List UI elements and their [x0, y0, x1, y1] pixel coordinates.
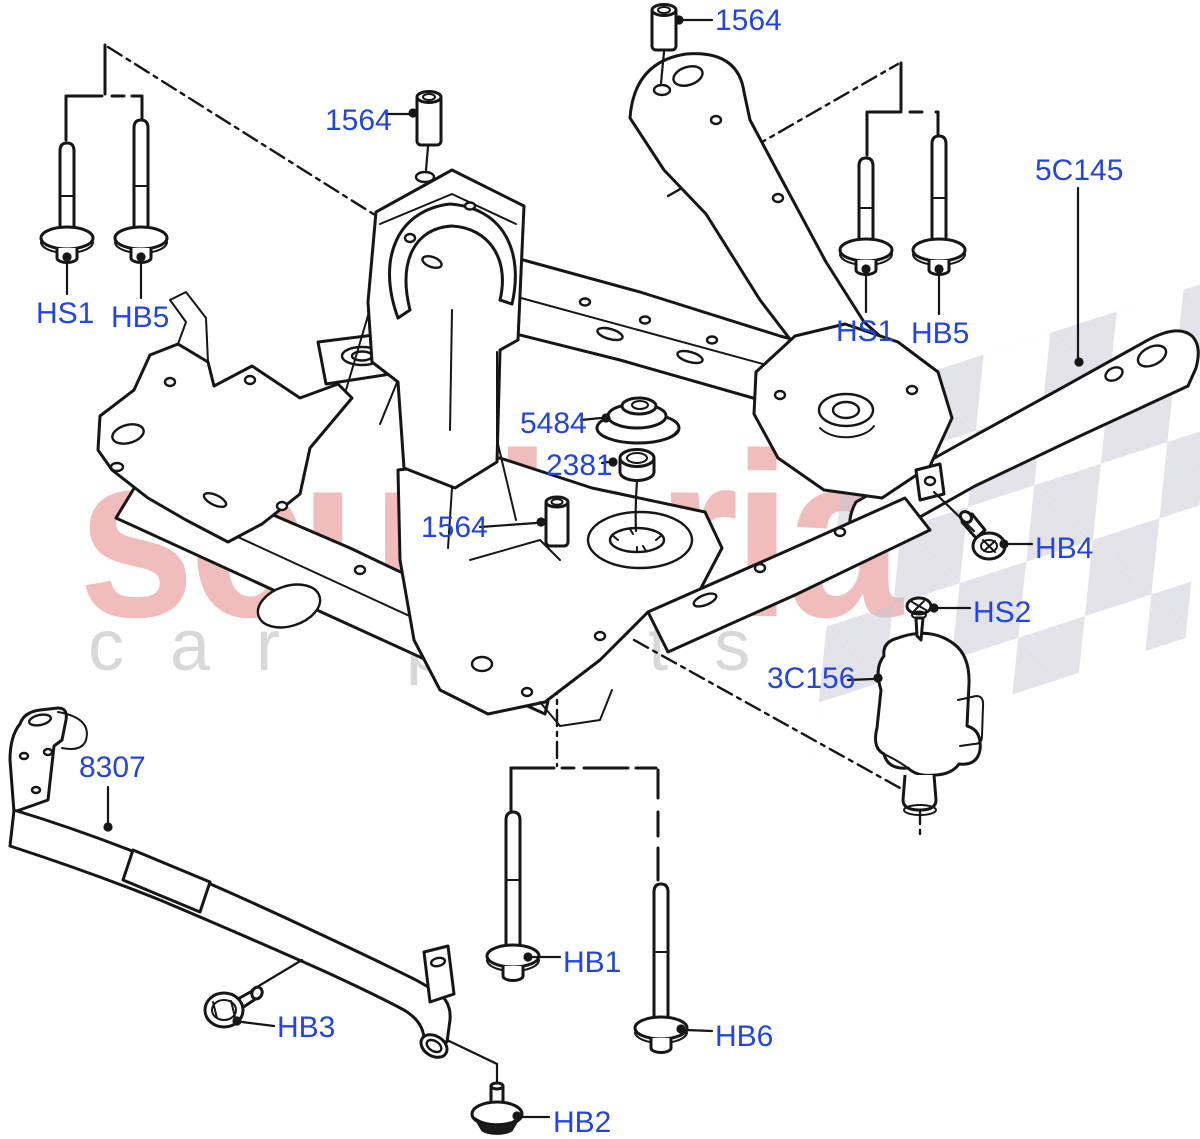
callout-2381[interactable]: 2381 — [546, 449, 613, 482]
callout-hb3[interactable]: HB3 — [277, 1011, 336, 1044]
callout-hs2[interactable]: HS2 — [973, 596, 1032, 629]
callout-hs1-left[interactable]: HS1 — [36, 297, 95, 330]
callout-hb6[interactable]: HB6 — [715, 1020, 774, 1053]
callout-1564-center[interactable]: 1564 — [421, 511, 488, 544]
callout-1564-top[interactable]: 1564 — [715, 4, 782, 37]
callout-8307[interactable]: 8307 — [79, 751, 146, 784]
callout-hb5-right[interactable]: HB5 — [911, 317, 970, 350]
spacer-1564-center — [546, 497, 568, 546]
spacer-1564-top — [652, 5, 676, 84]
screw-hs2 — [907, 598, 931, 640]
callout-5484[interactable]: 5484 — [520, 407, 587, 440]
callout-hb2[interactable]: HB2 — [553, 1106, 612, 1139]
bushing-2381 — [620, 450, 654, 532]
bolt-hb1 — [487, 812, 539, 981]
bolt-hb5-left — [115, 120, 167, 263]
bolt-hb4 — [934, 492, 1005, 559]
bolt-hb2 — [447, 1040, 522, 1134]
bolt-hb5-right — [913, 136, 965, 275]
bolt-hb6 — [635, 884, 687, 1053]
callout-3c156[interactable]: 3C156 — [767, 662, 856, 695]
leader-lines — [62, 15, 1084, 1121]
callout-hb4[interactable]: HB4 — [1035, 532, 1094, 565]
callout-1564-upper-left[interactable]: 1564 — [325, 104, 392, 137]
spacer-1564-upper-left — [417, 92, 441, 171]
callout-hb5-left[interactable]: HB5 — [111, 301, 170, 334]
subframe-crossmember — [98, 54, 952, 726]
callout-5c145[interactable]: 5C145 — [1035, 154, 1124, 187]
bolt-hs1-left — [41, 143, 93, 263]
bolt-hs1-right — [840, 158, 892, 275]
mount-3c156 — [876, 633, 984, 815]
callout-hs1-right[interactable]: HS1 — [836, 315, 895, 348]
bar-8307 — [10, 708, 454, 1062]
callout-hb1[interactable]: HB1 — [563, 946, 622, 979]
